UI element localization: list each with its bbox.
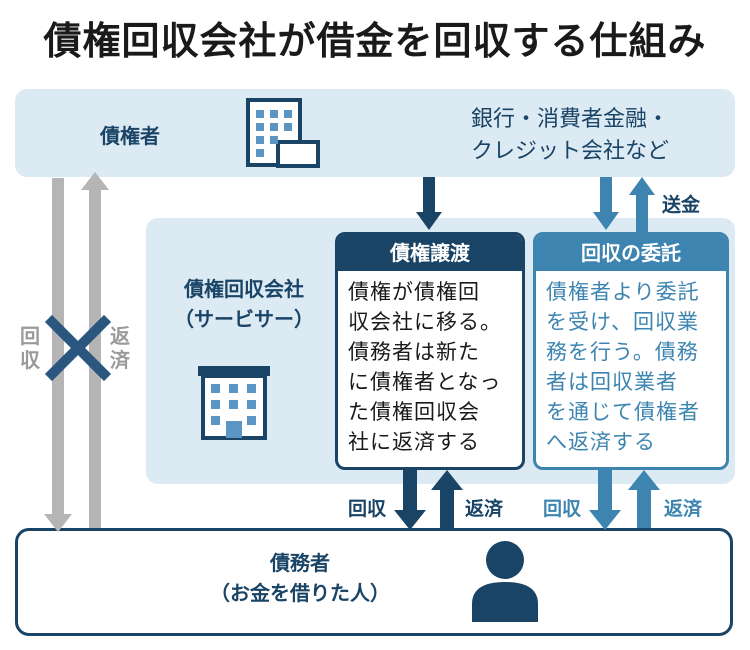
repay-arrow-left — [431, 470, 463, 528]
office-building-icon — [246, 98, 320, 168]
remit-arrow — [629, 177, 655, 232]
assignment-arrow — [416, 177, 442, 230]
servicer-label-line-1: 債権回収会社 — [184, 277, 304, 301]
creditor-band — [15, 89, 735, 177]
creditor-description: 銀行・消費者金融・ クレジット会社など — [420, 104, 720, 168]
entrustment-line: を受け、回収業 — [546, 310, 699, 334]
assignment-line: 債権が債権回 — [348, 280, 480, 304]
creditor-description-line-1: 銀行・消費者金融・ — [470, 107, 669, 132]
debtor-band — [15, 528, 733, 636]
assignment-line: 収会社に移る。 — [348, 310, 502, 334]
direct-repay-label: 返済 — [110, 324, 130, 372]
debtor-label: 債務者 （お金を借りた人） — [180, 548, 420, 608]
entrustment-box-header: 回収の委託 — [536, 235, 726, 271]
servicer-label-line-2: （サービサー） — [174, 307, 314, 331]
remit-label: 送金 — [662, 194, 701, 216]
entrustment-box: 回収の委託 債権者より委託 を受け、回収業 務を行う。債務 者は回収業者 を通じ… — [533, 232, 729, 470]
repay-arrow-right — [628, 470, 660, 528]
creditor-label: 債権者 — [100, 124, 160, 148]
servicer-label: 債権回収会社 （サービサー） — [156, 274, 332, 334]
page-title: 債権回収会社が借金を回収する仕組み — [43, 19, 707, 63]
repay-label-left: 返済 — [465, 498, 504, 520]
entrustment-line: 務を行う。債務 — [546, 340, 699, 364]
entrustment-line: 者は回収業者 — [546, 370, 678, 394]
assignment-line: に債権者となっ — [348, 370, 502, 394]
office-building-icon — [198, 366, 270, 440]
collect-arrow-right — [589, 470, 621, 530]
collect-label-left: 回収 — [348, 498, 387, 520]
collect-arrow-left — [394, 470, 426, 530]
person-icon — [472, 541, 538, 622]
collect-label-right: 回収 — [543, 498, 582, 520]
assignment-line: 債務者は新た — [348, 340, 480, 364]
debtor-label-line-2: （お金を借りた人） — [210, 581, 390, 605]
entrustment-line: へ返済する — [546, 430, 656, 454]
assignment-line: 社に返済する — [348, 430, 480, 454]
assignment-box: 債権譲渡 債権が債権回 収会社に移る。 債務者は新た に債権者となっ た債権回収… — [335, 232, 525, 470]
assignment-box-header: 債権譲渡 — [338, 235, 522, 271]
direct-collect-label: 回収 — [20, 324, 40, 372]
entrustment-line: 債権者より委託 — [546, 280, 700, 304]
entrustment-line: を通じて債権者 — [546, 400, 700, 424]
assignment-box-body: 債権が債権回 収会社に移る。 債務者は新た に債権者となっ た債権回収会 社に返… — [338, 271, 522, 463]
debtor-label-line-1: 債務者 — [270, 551, 330, 575]
direct-repay-arrow — [81, 172, 109, 528]
direct-collect-arrow — [44, 178, 72, 532]
assignment-line: た債権回収会 — [348, 400, 480, 424]
entrustment-box-body: 債権者より委託 を受け、回収業 務を行う。債務 者は回収業者 を通じて債権者 へ… — [536, 271, 726, 463]
entrustment-arrow — [593, 177, 619, 230]
cross-mark-icon — [44, 314, 112, 382]
creditor-description-line-2: クレジット会社など — [470, 139, 669, 164]
repay-label-right: 返済 — [664, 498, 703, 520]
